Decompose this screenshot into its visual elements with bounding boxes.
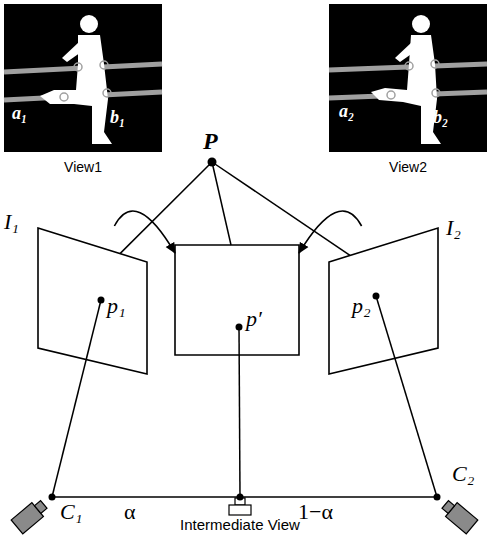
intermediate-plane: p′ — [175, 245, 299, 355]
image-point-label: p′ — [246, 307, 262, 331]
text-holder: P — [203, 128, 218, 154]
text-holder: p₁ — [107, 294, 126, 318]
plane-outline — [328, 226, 440, 377]
plane-label: I₂ — [446, 216, 461, 240]
plane-shape — [38, 228, 147, 374]
view2-image — [329, 4, 487, 152]
silhouette-head — [80, 15, 98, 33]
silhouette-head — [412, 15, 430, 33]
image-point — [98, 297, 105, 304]
image-point — [373, 293, 380, 300]
camera-label: C₂ — [452, 462, 474, 486]
image-plane: I₂p₂ — [328, 226, 440, 377]
point-p — [208, 158, 217, 167]
text-holder: α — [124, 500, 136, 524]
image-point-label: p₂ — [352, 294, 371, 318]
text-holder: b₁ — [110, 108, 125, 128]
view-thumbnail: a₂ b₂ View2 — [329, 4, 487, 176]
point-label: b₂ — [433, 108, 448, 128]
projection-line — [239, 327, 240, 497]
text-holder: b₂ — [433, 108, 448, 128]
camera-label: C₁ — [60, 500, 82, 524]
text-holder: View2 — [389, 158, 427, 176]
text-holder: View1 — [64, 158, 102, 176]
plane-shape — [329, 228, 438, 374]
camera-lens — [442, 501, 455, 514]
marker — [387, 91, 395, 99]
image-plane: I₁p₁ — [36, 226, 148, 377]
plane-label: I₁ — [4, 210, 19, 234]
warp-arrow — [299, 211, 362, 253]
ray — [212, 162, 231, 245]
image-ground — [329, 4, 487, 152]
ray — [120, 162, 212, 254]
view-caption: View2 — [389, 160, 427, 175]
ratio-label: α — [124, 500, 136, 524]
view-thumbnail: a₁ b₁ View1 — [4, 4, 162, 176]
view-caption: View1 — [64, 160, 102, 175]
projection-line — [52, 300, 101, 497]
silhouette-body — [371, 35, 441, 144]
silhouette-arm — [395, 42, 417, 62]
point-label: a₁ — [12, 104, 27, 124]
view-caption: Intermediate View — [180, 517, 300, 534]
marker — [103, 89, 111, 97]
marker — [100, 61, 108, 69]
image-ground — [4, 4, 162, 152]
plane-outline — [175, 245, 299, 355]
silhouette-arm — [62, 42, 84, 62]
text-holder: a₁ — [12, 104, 27, 124]
marker — [60, 93, 68, 101]
view1-image — [4, 4, 162, 152]
text-holder: I₁ — [4, 210, 19, 234]
image-point — [236, 324, 243, 331]
plane-shape — [175, 245, 299, 355]
silhouette-body — [40, 35, 112, 144]
camera-body — [229, 505, 251, 515]
text-holder: 1−α — [298, 500, 333, 524]
ray — [212, 162, 350, 255]
text-holder: I₂ — [446, 216, 461, 240]
marker — [432, 89, 440, 97]
camera-intermediate — [229, 498, 251, 515]
text-holder: p′ — [246, 307, 262, 331]
projection-line — [376, 296, 437, 497]
camera-c2 — [439, 498, 477, 534]
text-holder: C₂ — [452, 462, 474, 486]
point-label: a₂ — [339, 102, 354, 122]
center-dot — [434, 494, 441, 501]
text-holder: Intermediate View — [180, 516, 300, 534]
warp-arrow — [114, 211, 175, 253]
plane-outline — [36, 226, 148, 377]
image-point-label: p₁ — [107, 294, 126, 318]
point-name: P — [203, 128, 218, 154]
camera-c1 — [11, 498, 49, 534]
marker — [74, 63, 82, 71]
text-holder: a₂ — [339, 102, 354, 122]
center-dot — [49, 494, 56, 501]
marker — [431, 60, 439, 68]
camera-lens — [34, 501, 47, 514]
text-holder: C₁ — [60, 500, 82, 524]
text-holder: p₂ — [352, 294, 371, 318]
ratio-label: 1−α — [298, 500, 333, 524]
center-dot — [237, 494, 244, 501]
point-label: b₁ — [110, 108, 125, 128]
marker — [405, 62, 413, 70]
